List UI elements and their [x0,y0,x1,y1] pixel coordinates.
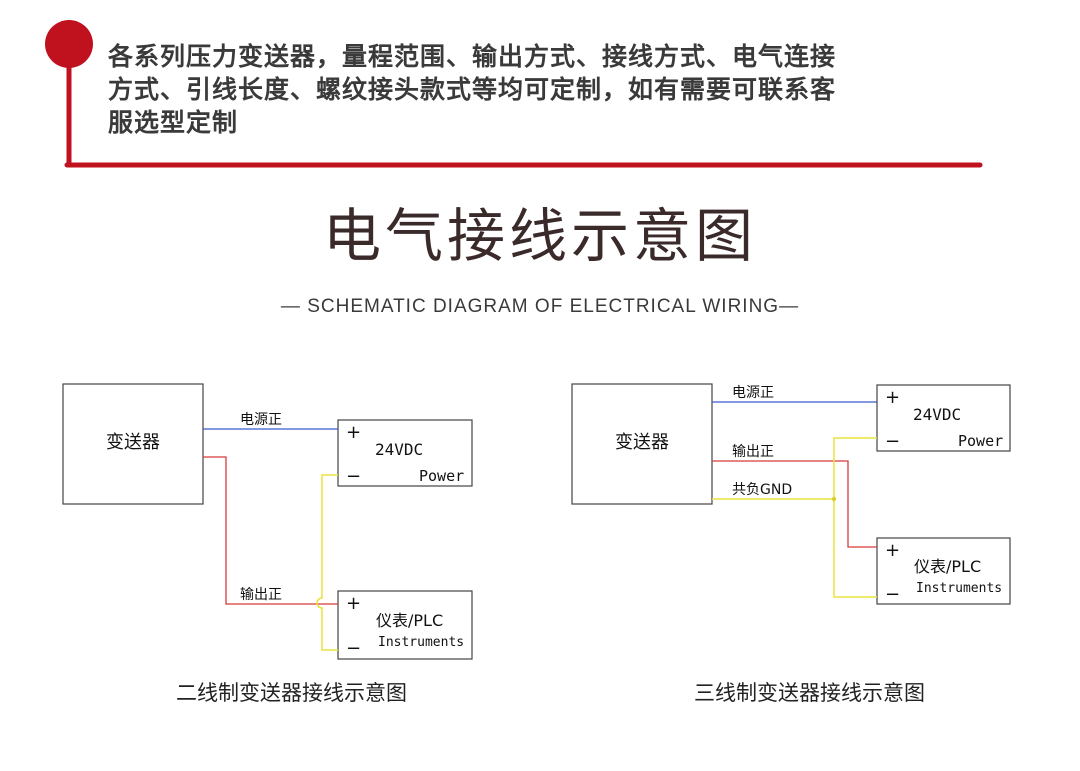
instrument-plus-terminal: + [346,593,361,614]
instrument-box [337,590,473,660]
instrument-plus-terminal: + [885,540,900,561]
ground-wire-label: 共负GND [732,482,792,498]
instrument-name-label: 仪表/PLC [914,557,981,576]
power-plus-terminal: + [346,422,361,443]
instrument-sub-label: Instruments [378,635,464,650]
output-wire-label: 输出正 [240,587,282,603]
ground-junction-dot [831,496,837,502]
instrument-box [876,537,1011,605]
notice-line: 方式、引线长度、螺纹接头款式等均可定制，如有需要可联系客 [108,75,837,104]
two-wire-caption: 二线制变送器接线示意图 [176,681,407,705]
transmitter-label: 变送器 [615,432,669,453]
ground-loop-wire [316,474,338,651]
instrument-minus-terminal: − [885,584,900,605]
power-wire-label: 电源正 [732,385,774,401]
notice-line: 各系列压力变送器，量程范围、输出方式、接线方式、电气连接 [108,42,837,71]
power-sub-label: Power [419,467,464,485]
page-title: 电气接线示意图 [322,202,757,270]
instrument-minus-terminal: − [346,638,361,659]
power-supply-box [876,384,1011,452]
transmitter-label: 变送器 [106,432,160,453]
three-wire-caption: 三线制变送器接线示意图 [694,681,925,705]
power-voltage-label: 24VDC [375,440,423,459]
power-minus-terminal: − [346,466,361,487]
power-plus-terminal: + [885,387,900,408]
power-voltage-label: 24VDC [913,405,961,424]
notice-line: 服选型定制 [108,108,239,137]
power-sub-label: Power [958,432,1003,450]
instrument-sub-label: Instruments [916,581,1002,596]
instrument-name-label: 仪表/PLC [376,611,443,630]
output-wire-label: 输出正 [732,444,774,460]
transmitter-box [571,383,713,505]
ground-bus-wire [833,437,877,598]
output-positive-wire [712,460,877,548]
transmitter-box [62,383,204,505]
power-wire-label: 电源正 [240,412,282,428]
accent-dot [45,20,93,68]
power-supply-box [337,419,473,487]
output-positive-wire [203,456,338,605]
customization-notice: 各系列压力变送器，量程范围、输出方式、接线方式、电气连接 方式、引线长度、螺纹接… [108,40,978,139]
page-subtitle: — SCHEMATIC DIAGRAM OF ELECTRICAL WIRING… [280,296,800,317]
power-minus-terminal: − [885,431,900,452]
